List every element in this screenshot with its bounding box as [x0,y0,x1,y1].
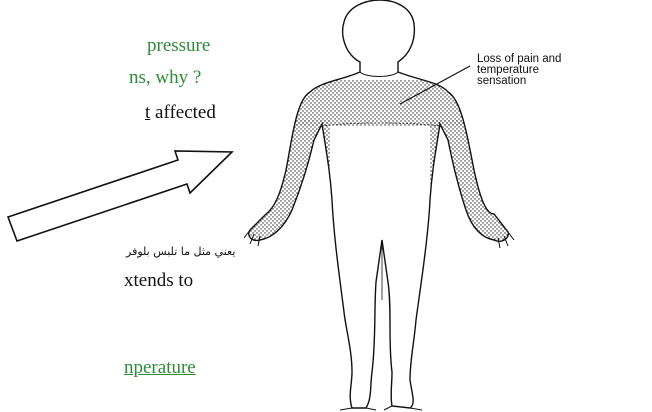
pointer-arrow [8,151,232,241]
figure-label: Loss of pain and temperature sensation [477,54,561,87]
neck-line [360,72,398,77]
figure-label-line-3: sensation [477,76,561,87]
